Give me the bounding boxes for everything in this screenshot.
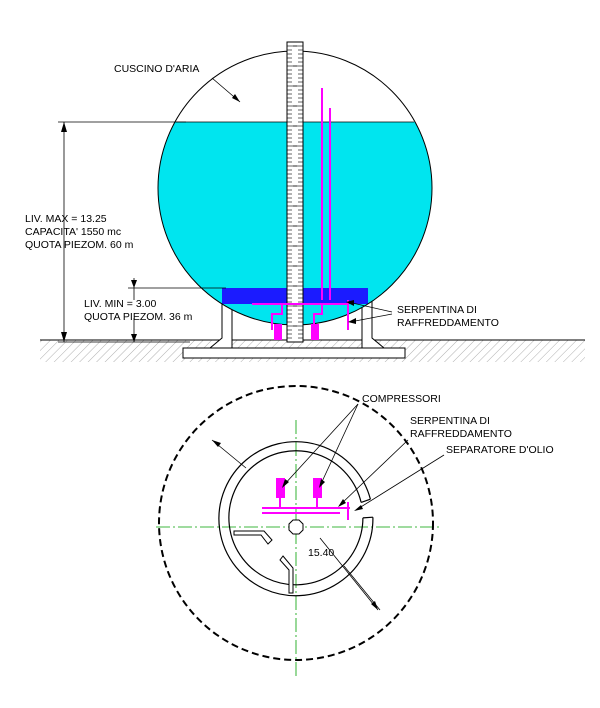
min-arrow-bottom (131, 334, 137, 342)
compressor-right (311, 324, 319, 340)
plan-cooling-coil-line2: RAFFREDDAMENTO (410, 428, 512, 440)
diameter-arrow-upper (212, 440, 221, 447)
section-view: CUSCINO D'ARIA LIV. MAX = 13.25 CAPACITA… (25, 41, 585, 362)
min-arrow-top (131, 280, 137, 288)
compressors-label: COMPRESSORI (362, 393, 441, 405)
ring-wall-end-bottom (362, 516, 373, 519)
cooling-coil-line2: RAFFREDDAMENTO (397, 317, 499, 329)
plan-leaders (282, 403, 445, 611)
level-gauge-column (286, 41, 304, 343)
inner-wall-bottom (279, 555, 294, 594)
coil-arrow-1 (346, 300, 354, 306)
magenta-piping (252, 88, 349, 330)
coil-plan-piping (262, 498, 350, 520)
ring-wall-end-top (360, 498, 371, 503)
diameter-dim-lower (343, 565, 381, 611)
dim-arrow-bottom (61, 332, 67, 342)
min-level-line1: LIV. MIN = 3.00 (84, 298, 156, 310)
max-level-line1: LIV. MAX = 13.25 (25, 213, 107, 225)
inner-wall-left (233, 530, 273, 545)
height-dimension (58, 121, 226, 343)
compressor-plan-left (276, 478, 285, 498)
plan-cooling-coil-line1: SERPENTINA DI (410, 415, 490, 427)
coil-leader-1 (347, 301, 393, 313)
max-level-line3: QUOTA PIEZOM. 60 m (25, 239, 134, 251)
oil-separator-label: SEPARATORE D'OLIO (446, 444, 554, 456)
compressor-left (274, 324, 282, 340)
max-level-line2: CAPACITA' 1550 mc (25, 226, 121, 238)
plan-view: COMPRESSORI SERPENTINA DI RAFFREDDAMENTO… (156, 385, 554, 678)
air-cushion-arrow (232, 94, 240, 102)
diameter-label: 15.40 (308, 547, 334, 559)
leader-arrow-comp-left (282, 479, 289, 488)
cooling-coil-line1: SERPENTINA DI (397, 304, 477, 316)
coil-arrow-2 (348, 318, 356, 324)
central-column (288, 519, 304, 535)
sphere-plan-outline (158, 385, 434, 661)
ring-wall-inner (228, 450, 364, 586)
coil-leader-2 (349, 313, 393, 323)
leader-arrow-separator (354, 505, 363, 511)
leader-arrow-comp-right (319, 479, 325, 488)
foundation-slab (182, 347, 406, 359)
leader-arrow-coil (338, 499, 346, 507)
dim-arrow-top (61, 122, 67, 132)
compressor-plan-right (313, 478, 322, 498)
level-gauge-ticks (287, 45, 303, 339)
air-cushion-label: CUSCINO D'ARIA (114, 63, 199, 75)
min-level-line2: QUOTA PIEZOM. 36 m (84, 311, 193, 323)
leader-arrow-diameter (371, 601, 378, 610)
ring-wall-outer (218, 441, 374, 597)
